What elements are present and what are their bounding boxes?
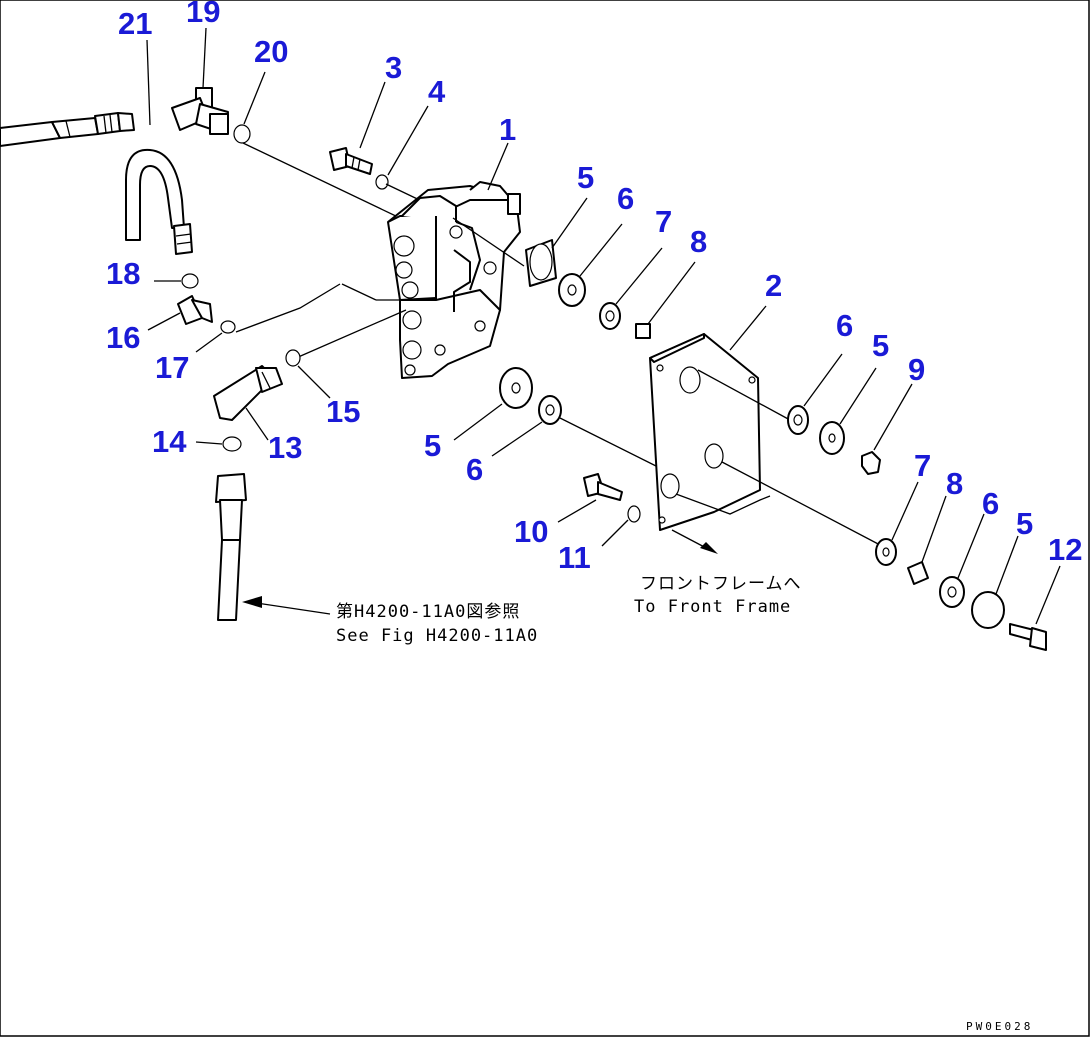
nut-9	[861, 383, 913, 475]
see-fig-note-en: See Fig H4200-11A0	[336, 626, 538, 646]
washer-5-right	[819, 367, 877, 455]
callout-18: 18	[106, 256, 140, 291]
bolt-12	[1009, 565, 1061, 651]
callout-7b: 7	[914, 448, 931, 483]
bushing-7-upper	[599, 247, 663, 330]
washer-6-lower-right	[939, 513, 985, 608]
washer-5-upper	[525, 197, 588, 287]
oring-18	[181, 273, 199, 289]
callout-6b: 6	[836, 308, 853, 343]
callout-1: 1	[499, 112, 516, 147]
bolt-3	[329, 81, 386, 175]
fitting-16	[147, 295, 213, 331]
front-frame-note-jp: フロントフレームへ	[640, 574, 802, 594]
callout-19: 19	[186, 0, 220, 29]
washer-5-lower-right	[971, 535, 1019, 629]
front-frame-note-en: To Front Frame	[634, 597, 791, 617]
callout-21: 21	[118, 6, 152, 41]
callout-6a: 6	[617, 181, 634, 216]
washer-4	[375, 174, 389, 190]
figure-code: PW0E028	[966, 1020, 1033, 1033]
callout-5d: 5	[1016, 506, 1033, 541]
elbow-13	[213, 365, 283, 441]
callout-9: 9	[908, 352, 925, 387]
hose-21-top	[0, 112, 135, 147]
callout-6d: 6	[982, 486, 999, 521]
hose-lower	[215, 473, 247, 621]
washer-11	[601, 505, 641, 547]
nut-8-right	[907, 495, 947, 585]
callout-11: 11	[558, 540, 591, 575]
callout-15: 15	[326, 394, 360, 429]
callout-3: 3	[385, 50, 402, 85]
callout-7a: 7	[655, 204, 672, 239]
callout-16: 16	[106, 320, 140, 355]
callout-5c: 5	[424, 428, 441, 463]
callout-14: 14	[152, 424, 187, 459]
oring-20	[233, 124, 251, 144]
callout-12: 12	[1048, 532, 1082, 567]
callout-5b: 5	[872, 328, 889, 363]
bolt-10	[557, 473, 623, 523]
callout-20: 20	[254, 34, 288, 69]
callout-6c: 6	[466, 452, 483, 487]
callout-4: 4	[428, 74, 446, 109]
callout-8b: 8	[946, 466, 963, 501]
callout-5a: 5	[577, 160, 594, 195]
elbow-19	[171, 87, 229, 135]
callout-8a: 8	[690, 224, 707, 259]
washer-6-right	[787, 353, 843, 435]
oring-15	[285, 349, 301, 367]
callout-2: 2	[765, 268, 782, 303]
plate-2	[649, 305, 883, 547]
callout-13: 13	[268, 430, 302, 465]
valve-body-1	[387, 142, 521, 379]
oring-17	[220, 320, 236, 334]
see-fig-note-jp: 第H4200-11A0図参照	[336, 602, 520, 622]
callout-10: 10	[514, 514, 548, 549]
washer-6-upper	[558, 223, 623, 307]
callout-17: 17	[155, 350, 189, 385]
nut-8-upper	[635, 261, 696, 339]
bushing-7-right	[875, 481, 919, 566]
oring-14	[222, 436, 242, 452]
washer-5-lower-left	[453, 367, 533, 441]
hose-21-loop	[125, 148, 193, 255]
washer-6-lower-left	[491, 395, 657, 467]
